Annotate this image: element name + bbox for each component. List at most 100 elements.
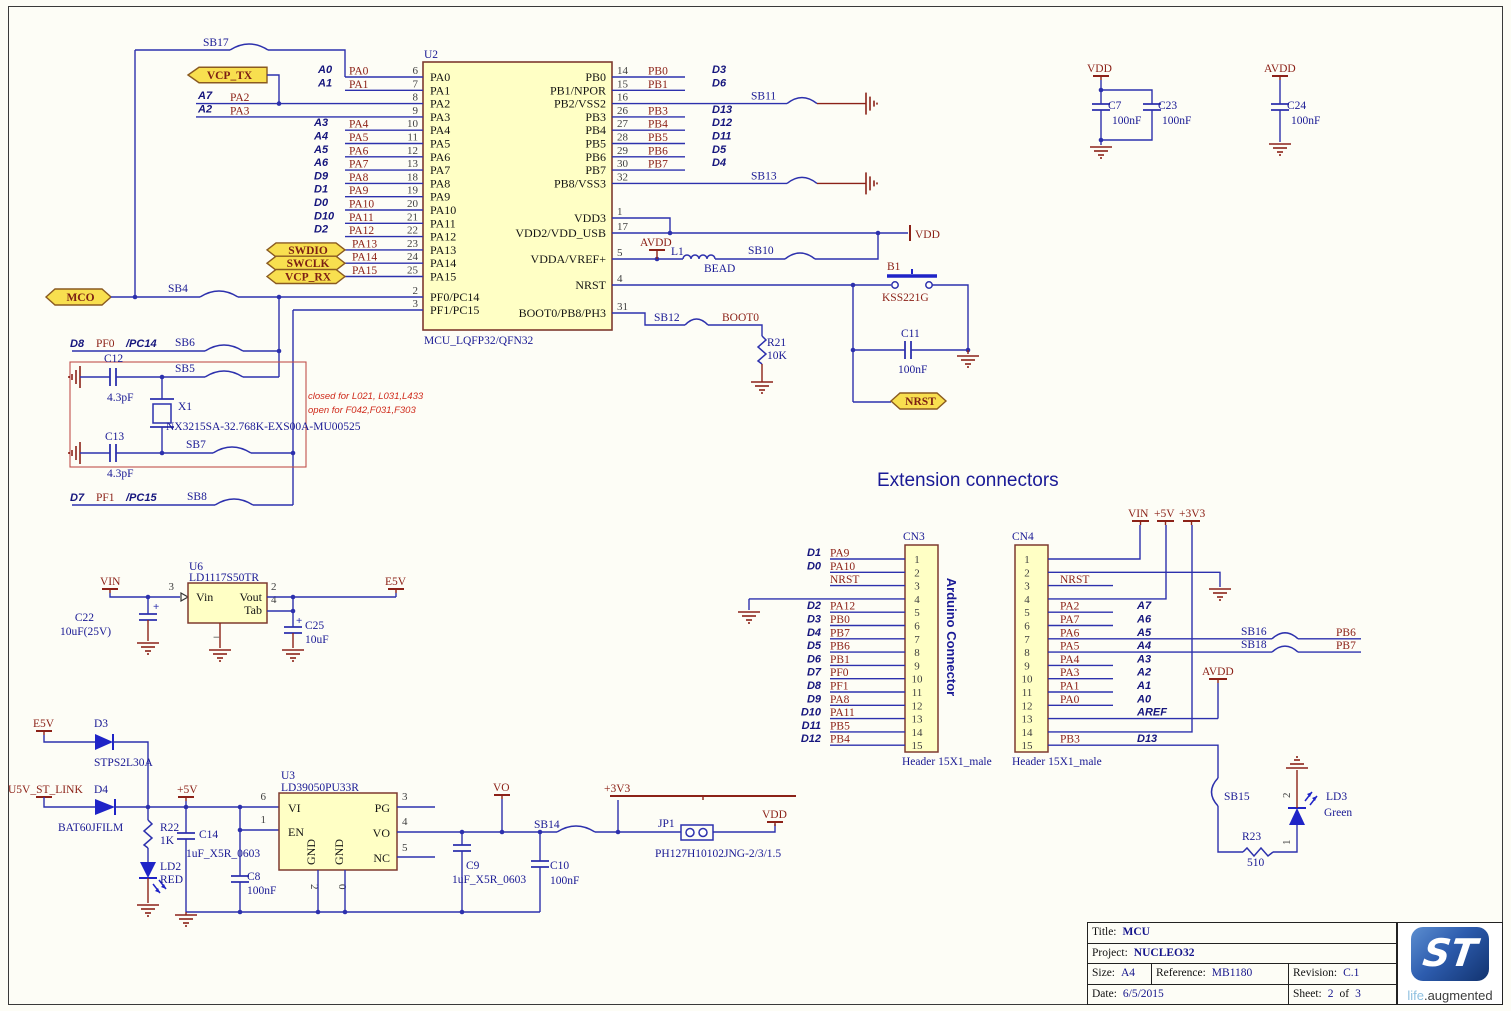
net-label-PB5: PB5 [648,132,668,144]
label-14: 14 [912,727,924,739]
alias-D3: D3 [712,64,726,76]
diode-icon [95,734,113,750]
net-label-PA1: PA1 [349,79,369,91]
jumper-SB7 [212,446,252,454]
jumper-label-SB8: SB8 [187,491,207,503]
jumper-label-SB13: SB13 [751,170,777,182]
label-C23: C23 [1158,100,1177,112]
net-label-PA11: PA11 [830,707,855,719]
label-+: + [153,601,159,613]
alias-AREF: AREF [1136,707,1167,719]
wire [713,824,776,833]
net-label-PF0: PF0 [830,667,849,679]
net-label-PA14: PA14 [352,252,377,264]
label-PF0: PF0 [96,338,115,350]
revision-cell: Revision:C.1 [1289,964,1397,985]
jumper-label-SB6: SB6 [175,337,195,349]
mcu-pin-name: PA13 [430,243,456,257]
label-2: 2 [914,567,920,579]
alias-A4: A4 [1136,640,1151,652]
label-Green: Green [1324,807,1352,819]
wire [1048,571,1221,587]
label-9: 9 [1024,660,1030,672]
net-label-NRST: NRST [1060,574,1089,586]
mcu-pin-name: PB7 [585,163,606,177]
jumper-SB18 [1271,645,1299,653]
wire [1101,89,1153,104]
inductor-icon [682,254,716,260]
label-100nF: 100nF [1162,115,1191,127]
label-1: 1 [1024,554,1030,566]
led-arrow-icon [1312,796,1317,801]
wire [142,819,154,849]
label-X1: X1 [178,401,192,413]
st-logo-text: ST [1420,931,1480,975]
jumper-label-SB11: SB11 [751,91,776,103]
jumper-label-SB14: SB14 [534,819,560,831]
alias-D12: D12 [801,733,821,745]
mcu-pin-num: 8 [413,92,419,104]
net-label-PB3: PB3 [648,105,668,117]
mcu-pin-num: 26 [617,105,629,117]
label-10K: 10K [767,350,788,362]
tagline-life: life [1407,988,1424,1003]
net-label-NRST: NRST [830,574,859,586]
jumper-SB11 [786,96,818,105]
title-label: Title: [1092,926,1117,938]
label-PF1: PF1 [96,492,115,504]
label-PG: PG [375,801,391,815]
label-4: 4 [617,273,623,285]
mcu-pin-num: 21 [407,211,418,223]
label-C8: C8 [247,871,261,883]
label-100nF: 100nF [247,885,276,897]
net-label-PA6: PA6 [1060,627,1080,639]
st-logo: ST [1411,927,1489,981]
label-6: 6 [914,621,920,633]
mcu-pin-num: 22 [407,225,418,237]
label-VDDA/VREF+: VDDA/VREF+ [531,252,607,266]
mcu-pin-name: PB8/VSS3 [554,176,606,190]
alias-A0: A0 [1136,693,1152,705]
alias-D4: D4 [807,627,821,639]
label-BAT60JFILM: BAT60JFILM [58,822,123,834]
net-flag-label-VCP_TX: VCP_TX [207,70,253,82]
net-label-PA4: PA4 [1060,654,1080,666]
title-row: Title:MCU [1088,923,1397,944]
power-flag-+5V: +5V [177,784,198,796]
net-label-PB1: PB1 [648,79,668,91]
label-4: 4 [402,816,408,828]
logo-cell: ST life.augmented [1397,922,1503,1005]
alias-A4: A4 [313,131,328,143]
label-C10: C10 [550,860,569,872]
label-VDD3: VDD3 [574,211,606,225]
net-label-PA3: PA3 [1060,667,1080,679]
led-icon [1289,808,1305,825]
wire [612,312,685,326]
junction-dot [667,230,673,236]
label-BOOT0/PB8/PH3: BOOT0/PB8/PH3 [519,306,606,320]
alias-D1: D1 [807,547,821,559]
alias-D5: D5 [807,640,822,652]
label-VI: VI [288,801,301,815]
sheet-label: Sheet: [1293,988,1322,1000]
label-C22: C22 [75,612,94,624]
label-31: 31 [617,301,628,313]
revision-label: Revision: [1293,967,1338,979]
jumper-label-SB10: SB10 [748,245,774,257]
label-1K: 1K [160,835,175,847]
alias-D10: D10 [801,707,822,719]
wire [1048,525,1193,733]
label-5: 5 [914,607,920,619]
label-3: 3 [169,581,175,593]
net-label-PA8: PA8 [830,694,850,706]
label-LD3: LD3 [1326,791,1347,803]
net-label-PA4: PA4 [349,119,369,131]
mcu-pin-num: 10 [407,118,419,130]
net-label-PA0: PA0 [349,66,369,78]
label-17: 17 [617,221,629,233]
alias-A6: A6 [1136,614,1152,626]
alias-D1: D1 [314,184,328,196]
net-label-BOOT0: BOOT0 [722,312,759,324]
